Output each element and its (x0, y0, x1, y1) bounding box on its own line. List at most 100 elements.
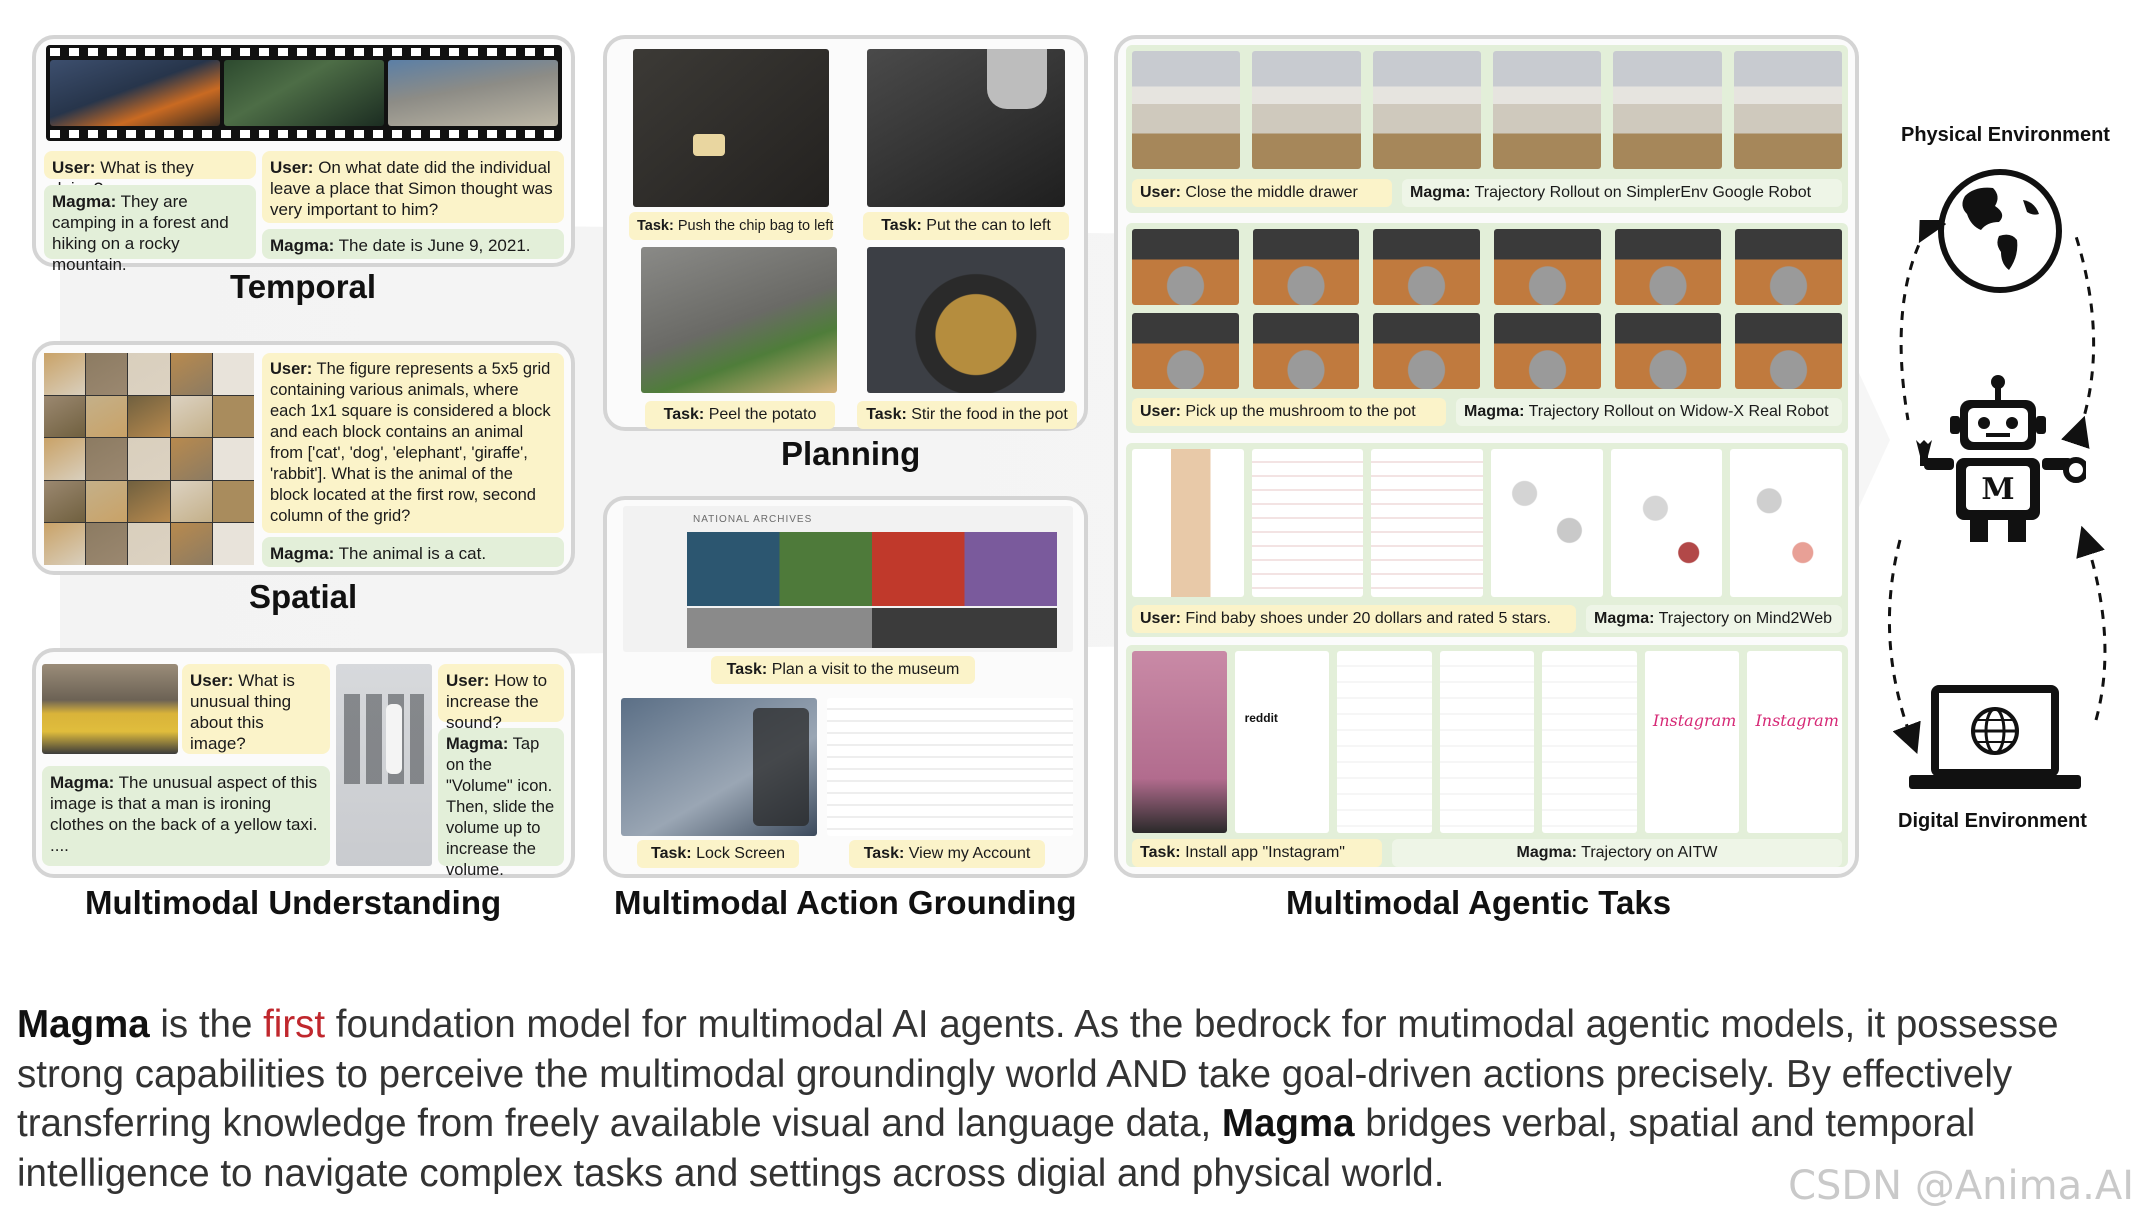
animal-cell (44, 395, 86, 438)
animal-cell (170, 395, 212, 438)
animal-cell (212, 523, 254, 565)
animal-cell (128, 438, 170, 480)
animal-cell (44, 438, 86, 480)
agentic-task-4: Task: Install app "Instagram" (1132, 839, 1382, 867)
temporal-user-q2: User: On what date did the individual le… (262, 151, 564, 223)
env-cycle-arrows (1887, 220, 2107, 755)
agentic-user-2: User: Pick up the mushroom to the pot (1132, 398, 1446, 426)
planning-task-3: Task: Peel the potato (645, 401, 835, 429)
grounding-task-2: Task: Lock Screen (637, 840, 799, 868)
robot-icon: M (1916, 375, 2086, 542)
magma-label: Magma: (270, 236, 335, 255)
animal-cell (170, 438, 212, 480)
instagram-text: Instagram (1652, 711, 1737, 730)
mushroom-frame (1252, 313, 1360, 389)
video-frame-forest (224, 60, 384, 126)
animal-cell (128, 523, 170, 565)
drawer-frame (1252, 51, 1361, 169)
animal-cell (212, 480, 254, 523)
phone-frame-instagram: Instagram (1644, 651, 1740, 833)
physical-env-label: Physical Environment (1901, 124, 2110, 146)
spatial-panel: User: The figure represents a 5x5 grid c… (32, 341, 575, 575)
agentic-row-3: User: Find baby shoes under 20 dollars a… (1126, 443, 1848, 637)
web-frame-shoes (1730, 449, 1843, 597)
control-center-screenshot (336, 664, 432, 866)
arrow-robot-to-digital (1887, 539, 1921, 755)
animal-cell (86, 395, 128, 438)
agentic-user-1: User: Close the middle drawer (1132, 179, 1392, 207)
video-frame-mountain (388, 60, 558, 126)
phone-frame-store (1542, 651, 1637, 833)
archives-header: NATIONAL ARCHIVES (693, 514, 813, 525)
laptop-icon (1909, 685, 2081, 789)
animal-cell (86, 438, 128, 480)
caption-brand: Magma (1221, 1102, 1355, 1145)
reddit-text: reddit (1244, 711, 1278, 725)
drawer-frames (1132, 51, 1842, 169)
archives-website-screenshot: NATIONAL ARCHIVES (623, 506, 1073, 652)
mushroom-frame (1132, 229, 1239, 305)
drawer-frame (1613, 51, 1722, 169)
mushroom-frame (1735, 313, 1842, 389)
spatial-user-q: User: The figure represents a 5x5 grid c… (262, 353, 564, 533)
magma-label: Magma: (50, 773, 115, 792)
robot-arm (987, 49, 1047, 109)
agentic-user-3: User: Find baby shoes under 20 dollars a… (1132, 605, 1576, 633)
mushroom-frame (1735, 229, 1842, 305)
animal-cell (170, 480, 212, 523)
animal-cell (128, 353, 170, 395)
agentic-row-4: reddit Instagram Instagram Task: Install… (1126, 645, 1848, 867)
film-sprockets-top (50, 48, 558, 56)
animal-cell (44, 480, 86, 523)
mushroom-frames (1132, 229, 1842, 389)
cc-tile-grid (344, 694, 424, 784)
chip-bag (693, 134, 725, 156)
taxi-ironing-image (42, 664, 178, 754)
arrow-digital-to-robot (2076, 525, 2107, 721)
instagram-text: Instagram (1755, 711, 1839, 730)
mushroom-frame (1493, 313, 1601, 389)
web-frame-shoes (1610, 449, 1723, 597)
animal-cell (44, 523, 86, 565)
mushroom-frame (1252, 229, 1360, 305)
ipad-control-panel (753, 708, 809, 826)
video-frame-camping (50, 60, 220, 126)
caption-highlight: first (263, 1003, 326, 1046)
mushroom-frame (1493, 229, 1601, 305)
animal-cell (86, 353, 128, 395)
mushroom-frame (1614, 229, 1722, 305)
animal-cell (170, 353, 212, 395)
planning-task-4: Task: Stir the food in the pot (857, 401, 1077, 429)
phone-frame-instagram: Instagram (1747, 651, 1843, 833)
agentic-title: Multimodal Agentic Taks (1286, 884, 1672, 921)
animal-cell (212, 395, 254, 438)
animal-cell (128, 395, 170, 438)
understanding-user-q1: User: What is unusual thing about this i… (182, 664, 330, 754)
magma-label: Magma: (446, 735, 509, 753)
planning-panel: Task: Push the chip bag to left Task: Pu… (603, 35, 1088, 431)
phone-frame-apps: reddit (1234, 651, 1330, 833)
magma-label: Magma: (52, 192, 117, 211)
web-frame-menu (1251, 449, 1364, 597)
mushroom-frame (1614, 313, 1722, 389)
grounding-task-1: Task: Plan a visit to the museum (711, 656, 975, 684)
user-label: User: (52, 158, 96, 177)
animal-cell (86, 523, 128, 565)
agentic-magma-3: Magma: Trajectory on Mind2Web (1586, 605, 1842, 633)
planning-img-stir (867, 247, 1065, 393)
archives-strip (687, 608, 1057, 648)
caption-paragraph: Magma is the first foundation model for … (17, 1003, 2059, 1195)
temporal-magma-a1: Magma: They are camping in a forest and … (44, 185, 256, 274)
understanding-user-q2: User: How to increase the sound? (438, 664, 564, 732)
arrow-physical-to-robot (1899, 220, 1947, 421)
user-label: User: (270, 158, 314, 177)
agentic-row-1: User: Close the middle drawer Magma: Tra… (1126, 45, 1848, 213)
watermark: CSDN @Anima.AI (1788, 1163, 2134, 1209)
animal-cell (128, 480, 170, 523)
grounding-panel: NATIONAL ARCHIVES Task: Plan a visit to … (603, 496, 1088, 878)
grounding-task-3: Task: View my Account (849, 840, 1045, 868)
animal-cell (170, 523, 212, 565)
planning-img-potato (641, 247, 837, 393)
drawer-frame (1492, 51, 1602, 169)
agentic-magma-2: Magma: Trajectory Rollout on Widow-X Rea… (1456, 398, 1842, 426)
